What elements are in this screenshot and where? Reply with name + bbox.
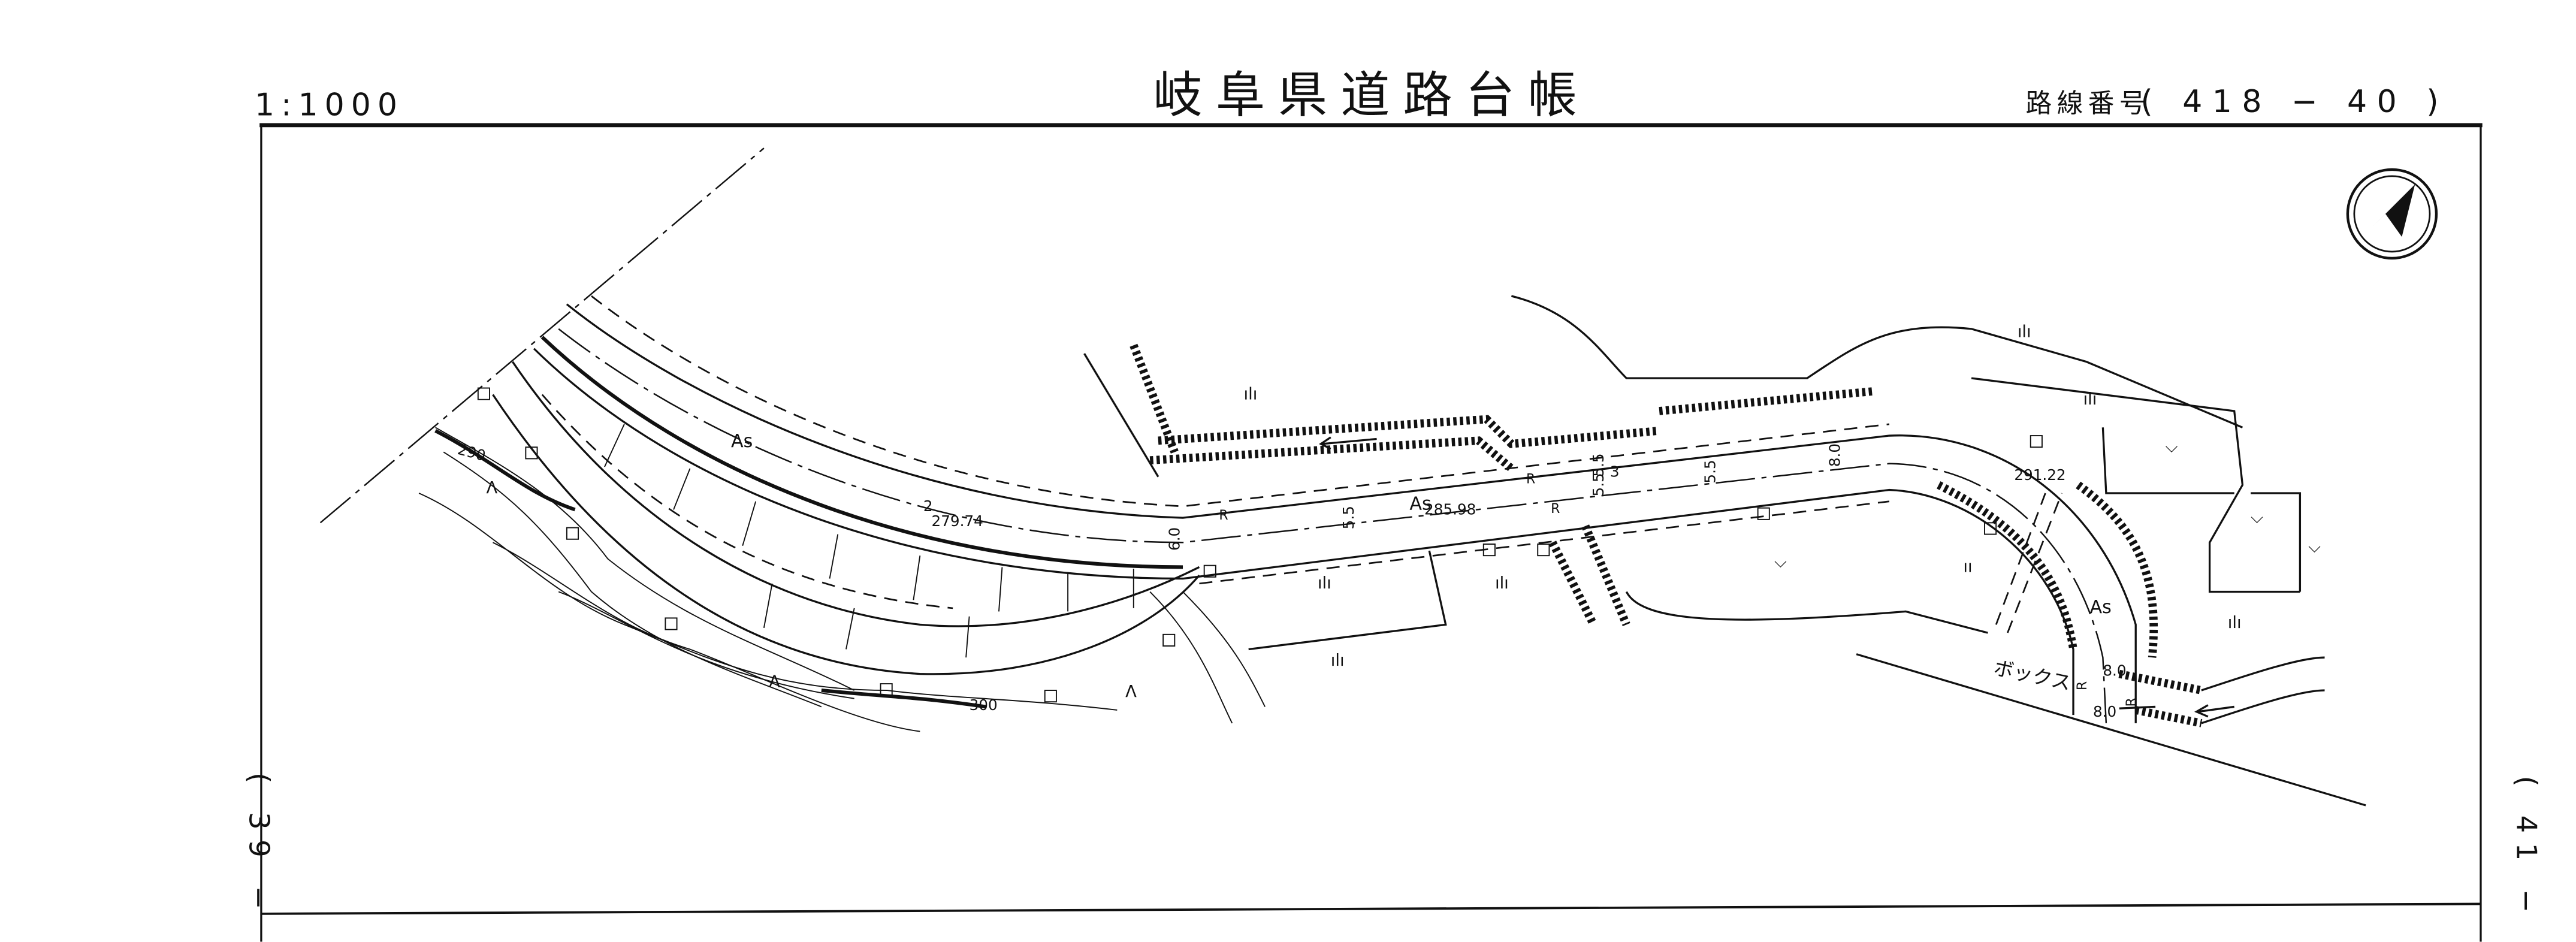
surface-label: As <box>2089 597 2111 618</box>
map-frame <box>259 123 2483 942</box>
route-number-label: 路線番号 <box>2026 88 2151 119</box>
svg-text:ılı: ılı <box>2018 323 2031 342</box>
elevation-label: 279.74 <box>932 512 983 530</box>
scale-label: 1:1000 <box>255 87 404 123</box>
width-label: 8.0 <box>2103 662 2126 679</box>
svg-text:⌵: ⌵ <box>1774 552 1787 571</box>
structure-label: ボックス <box>1992 656 2073 695</box>
width-label: 3 <box>1610 463 1620 481</box>
north-arrow-icon <box>2346 168 2438 260</box>
surface-label: As <box>1409 493 1431 514</box>
svg-text:ılı: ılı <box>2228 614 2242 632</box>
width-label: 5.5 <box>1590 473 1607 496</box>
width-label: 5.5 <box>1590 453 1607 476</box>
svg-text:ılı: ılı <box>2083 390 2097 409</box>
map-labels: As As As 2 279.74 285.98 291.22 290 300 … <box>456 431 2140 720</box>
svg-text:Λ: Λ <box>769 673 780 692</box>
route-number: ( 418 − 40 ) <box>2140 84 2448 120</box>
svg-text:Λ: Λ <box>1125 683 1137 701</box>
svg-text:ılı: ılı <box>1318 574 1331 593</box>
r-mark: R <box>1526 472 1535 487</box>
svg-text:⌵: ⌵ <box>2166 437 2178 456</box>
sheet-title: 岐阜県道路台帳 <box>1153 67 1590 124</box>
width-label: 8.0 <box>2093 703 2116 720</box>
svg-text:⌵: ⌵ <box>2251 508 2263 527</box>
svg-text:⌵: ⌵ <box>2308 538 2321 557</box>
r-mark: R <box>2075 681 2090 690</box>
right-sheet-ref: ( 41 − <box>2510 776 2542 923</box>
contour-label: 290 <box>456 440 488 464</box>
r-mark: R <box>1219 508 1228 523</box>
width-label: 8.0 <box>1826 443 1844 467</box>
svg-text:ılı: ılı <box>1243 385 1257 404</box>
elevation-label: 285.98 <box>1424 501 1476 518</box>
elevation-label: 291.22 <box>2014 466 2065 484</box>
svg-text:ılı: ılı <box>1331 651 1345 670</box>
svg-text:ılı: ılı <box>1495 574 1509 593</box>
width-label: 6.0 <box>1166 527 1183 551</box>
r-mark: R <box>1551 502 1560 517</box>
contour-label: 300 <box>970 696 998 714</box>
width-label: 5.5 <box>1340 506 1357 529</box>
left-sheet-ref: ( 39 − <box>243 772 276 919</box>
svg-text:Λ: Λ <box>487 479 498 497</box>
surface-label: As <box>731 431 753 452</box>
road-plan-drawing: ılı ılı ılı ılı ılı ılı ılı ıı ⌵ ⌵ ⌵ ⌵ Λ Λ Λ <box>319 147 2366 807</box>
width-label: 5.5 <box>1701 460 1719 483</box>
station-mark: 2 <box>923 497 933 515</box>
r-mark: R <box>2124 698 2139 707</box>
svg-text:ıı: ıı <box>1963 558 1972 576</box>
